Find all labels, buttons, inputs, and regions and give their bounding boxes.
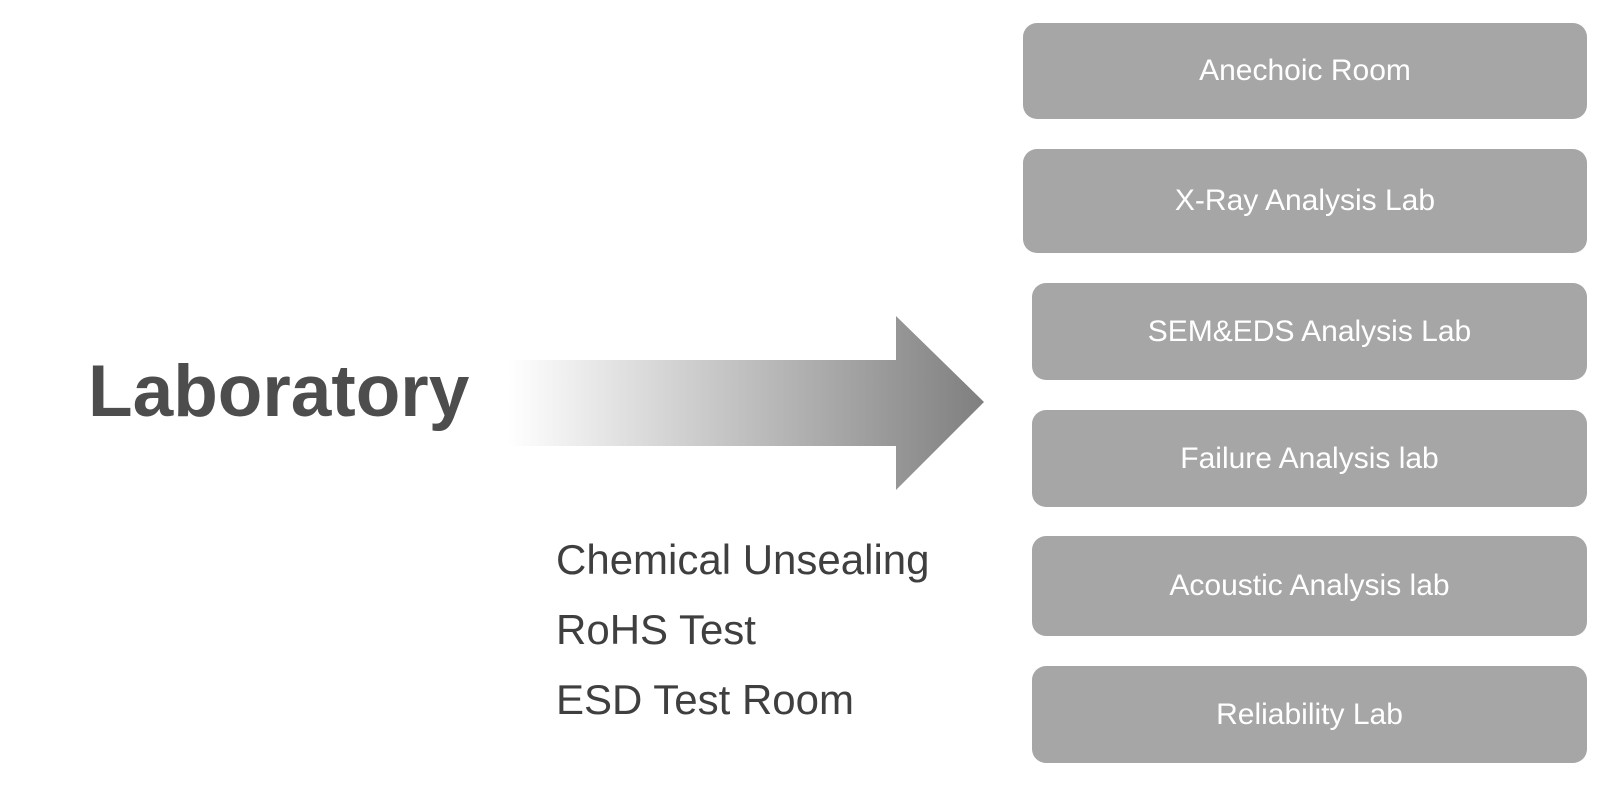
extra-item-rohs-test: RoHS Test	[556, 606, 756, 653]
lab-box-failure-analysis: Failure Analysis lab	[1032, 410, 1587, 507]
lab-box-reliability: Reliability Lab	[1032, 666, 1587, 763]
lab-box-label: SEM&EDS Analysis Lab	[1147, 314, 1472, 348]
right-arrow	[508, 316, 984, 490]
extra-items-list: Chemical Unsealing RoHS Test ESD Test Ro…	[556, 535, 930, 745]
extra-item-chemical-unsealing: Chemical Unsealing	[556, 536, 930, 583]
lab-box-label: X-Ray Analysis Lab	[1174, 184, 1436, 217]
lab-box-label: Failure Analysis lab	[1180, 441, 1439, 475]
lab-box-label: Reliability Lab	[1216, 697, 1403, 731]
lab-box-label: Anechoic Room	[1199, 54, 1411, 87]
lab-box-acoustic-analysis: Acoustic Analysis lab	[1032, 536, 1587, 636]
lab-box-label: Acoustic Analysis lab	[1169, 569, 1450, 602]
extra-item-esd-test-room: ESD Test Room	[556, 676, 854, 723]
page-title: Laboratory	[88, 351, 470, 432]
lab-box-anechoic-room: Anechoic Room	[1023, 23, 1587, 119]
lab-box-x-ray-analysis: X-Ray Analysis Lab	[1023, 149, 1587, 253]
lab-box-sem-eds-analysis: SEM&EDS Analysis Lab	[1032, 283, 1587, 380]
